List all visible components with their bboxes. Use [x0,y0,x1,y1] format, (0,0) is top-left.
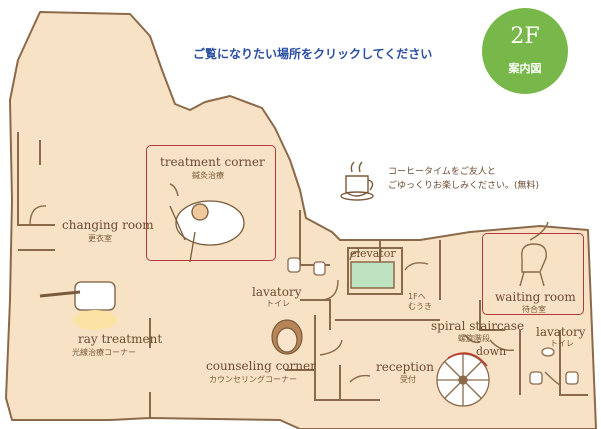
treatment-corner-jp-label: 鍼灸治療 [192,171,224,180]
toilet-icon [287,257,301,273]
changing-room-jp-label: 更衣室 [88,234,112,243]
ray-treatment-jp-label: 光線治療コーナー [72,348,136,357]
floor-label: 2F [510,24,540,49]
elevator-label: elevator [350,247,396,260]
instruction-text: ご覧になりたい場所をクリックしてください [193,47,433,61]
ray-treatment-area[interactable] [20,270,160,360]
changing-room-label: changing room [62,218,154,232]
spiral-staircase-label: spiral staircase [431,319,525,333]
counseling-corner-jp-label: カウンセリングコーナー [209,375,297,384]
ray-treatment-label: ray treatment [78,332,163,346]
elevator-car [350,261,395,289]
waiting-room-label: waiting room [495,290,576,304]
spiral-staircase-jp-label: 螺旋階段 [458,334,490,343]
waiting-room-area[interactable] [482,233,584,315]
lavatory-left-label: lavatory [252,285,302,299]
massage-illustration-icon [169,200,245,263]
counseling-corner-label: counseling corner [206,359,316,373]
coffee-notice: コーヒータイムをご友人と ごゆっくりお楽しみください。(無料) [388,165,578,193]
lavatory-right-label: lavatory [536,325,586,339]
ray-lamp-icon [39,281,117,330]
lavatory-left-jp-label: トイレ [266,299,290,308]
reception-label: reception [376,360,434,374]
treatment-corner-label: treatment corner [160,155,265,169]
coffee-notice-line2: ごゆっくりお楽しみください。(無料) [388,181,540,191]
floor-guide-label: 案内図 [508,62,542,75]
spiral-staircase-down-label: down [476,345,507,358]
counselor-portrait-icon [271,319,303,355]
reception-jp-label: 受付 [400,375,416,384]
treatment-corner-area[interactable] [146,145,276,261]
chair-icon [519,243,547,287]
floor-badge: 2F 案内図 [482,8,568,94]
coffee-notice-line1: コーヒータイムをご友人と [388,167,496,177]
coffee-cup-icon [340,161,374,201]
spiral-staircase-icon [436,353,490,407]
changing-room-area[interactable] [20,150,140,250]
toilet-icon [313,261,326,276]
waiting-room-jp-label: 待合室 [522,305,546,314]
sink-icon [541,347,555,357]
toilet-icon [565,371,579,385]
elevator-note: 1Fへ むうき [408,292,432,311]
lavatory-right-jp-label: トイレ [550,339,574,348]
toilet-icon [529,371,543,385]
